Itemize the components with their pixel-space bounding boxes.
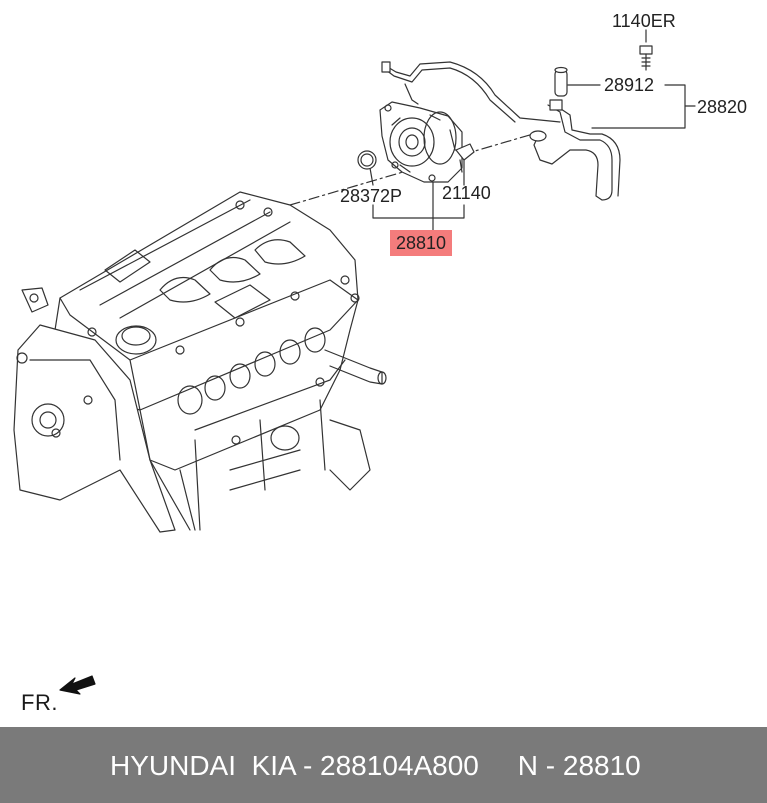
parts-diagram xyxy=(13,29,696,695)
clamp-21140 xyxy=(455,143,475,173)
hose-28912 xyxy=(554,66,568,97)
footer-part-info: HYUNDAI KIA - 288104A800 N - 28810 xyxy=(110,750,641,781)
o-ring-28372p xyxy=(357,150,377,170)
footer-bar: HYUNDAI KIA - 288104A800 N - 28810 xyxy=(0,727,767,803)
vacuum-tube-28820 xyxy=(529,99,621,201)
engine-block xyxy=(13,191,387,533)
leader-lines xyxy=(369,29,696,231)
callout-28372p: 28372P xyxy=(340,186,403,206)
front-arrow-icon xyxy=(59,675,96,695)
callout-28912: 28912 xyxy=(604,75,655,95)
callout-21140: 21140 xyxy=(442,183,491,203)
callout-1140er: 1140ER xyxy=(612,11,676,31)
vacuum-pump-28810 xyxy=(379,101,463,183)
callout-28820: 28820 xyxy=(697,97,748,117)
wire-harness xyxy=(381,61,561,123)
front-direction-label: FR. xyxy=(21,690,58,715)
bolt-1140er xyxy=(639,45,653,71)
callout-28810: 28810 xyxy=(390,230,453,256)
